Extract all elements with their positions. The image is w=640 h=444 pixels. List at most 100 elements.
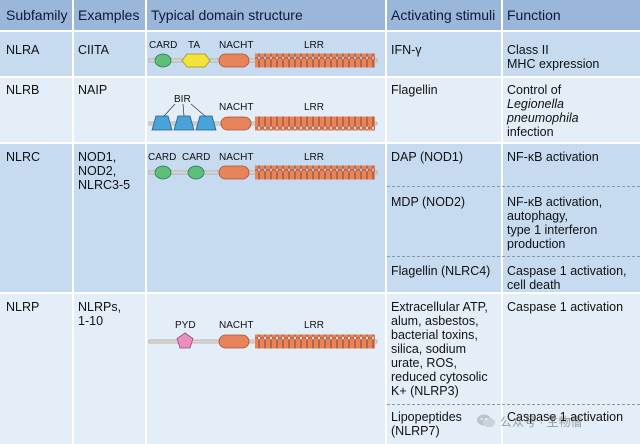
nlra-nacht-domain [218, 53, 250, 68]
nlrp-nacht-domain [218, 334, 250, 349]
nlrc-diagram: CARD CARD NACHT LRR [148, 152, 378, 180]
nlrc-sub-divider-1 [387, 186, 640, 187]
nlrp-stimuli-2-line2: (NLRP7) [391, 424, 440, 438]
nlrp-nacht-label: NACHT [219, 320, 253, 331]
nlrc-nacht-domain [218, 165, 250, 180]
nlrb-bir-label: BIR [174, 94, 191, 105]
nlra-diagram: CARD TA NACHT LRR [148, 40, 378, 68]
nlrb-function: Control of Legionella pneumophila infect… [501, 78, 640, 139]
nlrb-nacht-label: NACHT [219, 102, 253, 113]
nlrc-stimuli-3: Flagellin (NLRC4) [391, 264, 491, 278]
nlrb-bir-domain-1 [151, 115, 173, 131]
nlrc-function-2-line4: production [507, 237, 566, 251]
nlrp-examples-line1: NLRPs, [78, 300, 122, 314]
watermark: 公众号 · 生物僧 [476, 411, 636, 431]
nlrp-stimuli-1-line4: silica, sodium [391, 342, 467, 356]
nlrb-bir-pointer-3 [190, 103, 206, 117]
nlrc-examples-line1: NOD1, [78, 150, 117, 164]
row-divider-1 [0, 30, 640, 32]
nlrp-function-1: Caspase 1 activation [507, 300, 624, 314]
row-nlrb-bg [0, 76, 640, 142]
header-stimuli: Activating stimuli [391, 7, 496, 23]
nlrb-function-line4: infection [507, 125, 554, 139]
nlrb-function-line2: Legionella [507, 97, 564, 111]
nlrb-bir-domain-3 [195, 115, 217, 131]
nlrc-sub-divider-2 [387, 256, 640, 257]
nlrb-diagram: BIR NACHT LRR [148, 94, 378, 131]
nlrb-lrr-label: LRR [304, 102, 324, 113]
nlrp-lrr-label: LRR [304, 320, 324, 331]
nlra-card-label: CARD [149, 40, 177, 51]
nlrc-function-3-line2: cell death [507, 278, 561, 292]
nlrc-lrr-domain [255, 165, 375, 180]
nlrb-bir-pointer-2 [182, 103, 185, 117]
header-examples: Examples [78, 7, 140, 23]
nlra-function-line2: MHC expression [507, 57, 600, 71]
nlrb-bir-pointer-1 [163, 103, 176, 117]
nlrc-card2-label: CARD [182, 152, 210, 163]
row-nlra-bg [0, 30, 640, 76]
nlra-nacht-label: NACHT [219, 40, 253, 51]
nlrp-pyd-label: PYD [175, 320, 196, 331]
nlrp-stimuli-2-line1: Lipopeptides [391, 410, 462, 424]
nlrb-nacht-domain [220, 116, 252, 131]
nlra-subfamily: NLRA [6, 43, 40, 57]
nlra-function-line1: Class II [507, 43, 549, 57]
nlra-lrr-domain [255, 53, 375, 68]
nlrb-lrr-domain [255, 116, 375, 131]
nlrb-function-line3: pneumophila [507, 111, 579, 125]
nlrc-function-2-line3: type 1 interferon [507, 223, 598, 237]
row-divider-2 [0, 76, 640, 78]
nlrp-examples: NLRPs, 1-10 [72, 295, 145, 328]
nlrp-examples-line2: 1-10 [78, 314, 104, 328]
nlrp-stimuli-1-line1: Extracellular ATP, [391, 300, 488, 314]
nlrc-function-2-line1: NF-κB activation, [507, 195, 603, 209]
nlrp-stimuli-1: Extracellular ATP, alum, asbestos, bacte… [385, 295, 501, 398]
nlrb-subfamily: NLRB [6, 83, 40, 97]
nlra-function: Class II MHC expression [501, 38, 640, 71]
nlrc-examples-line2: NOD2, [78, 164, 117, 178]
nlrc-function-3-line1: Caspase 1 activation, [507, 264, 627, 278]
wechat-icon [477, 414, 495, 428]
nlrp-stimuli-1-line3: bacterial toxins, [391, 328, 478, 342]
nlrp-stimuli-2: Lipopeptides (NLRP7) [385, 405, 501, 438]
nlra-ta-domain [181, 53, 211, 68]
domain-diagrams: CARD TA NACHT LRR BIR NACHT LRR CARD CAR… [148, 40, 378, 349]
header-domain-structure: Typical domain structure [151, 7, 303, 23]
nlrc-stimuli-1: DAP (NOD1) [391, 150, 464, 164]
nlra-stimuli: IFN-γ [391, 43, 422, 57]
nlrc-nacht-label: NACHT [219, 152, 253, 163]
nlrc-function-3: Caspase 1 activation, cell death [501, 259, 640, 292]
watermark-text: 公众号 · 生物僧 [500, 415, 583, 429]
nlrp-lrr-domain [255, 334, 375, 349]
nlrc-function-2-line2: autophagy, [507, 209, 568, 223]
nlrc-card-domain-2 [187, 165, 205, 180]
col-divider-2 [145, 0, 147, 444]
nlrb-bir-domain-2 [173, 115, 195, 131]
col-divider-3 [385, 0, 387, 444]
nlrp-subfamily: NLRP [6, 300, 40, 314]
nlrp-stimuli-1-line2: alum, asbestos, [391, 314, 479, 328]
nlrc-function-1: NF-κB activation [507, 150, 599, 164]
nlrc-function-2: NF-κB activation, autophagy, type 1 inte… [501, 190, 640, 251]
nlrc-examples-line3: NLRC3-5 [78, 178, 131, 192]
row-divider-4 [0, 292, 640, 294]
nlrp-stimuli-1-line6: reduced cytosolic [391, 370, 488, 384]
table-header [0, 0, 640, 30]
nlra-examples: CIITA [78, 43, 110, 57]
nlrc-stimuli-2: MDP (NOD2) [391, 195, 466, 209]
col-divider-1 [72, 0, 74, 444]
nlrb-stimuli: Flagellin [391, 83, 438, 97]
nlrc-card-domain-1 [154, 165, 172, 180]
row-nlrp-bg [0, 292, 640, 444]
nlrb-examples: NAIP [78, 83, 108, 97]
nlrc-card1-label: CARD [148, 152, 176, 163]
nlra-ta-label: TA [188, 40, 200, 51]
nlra-lrr-label: LRR [304, 40, 324, 51]
nlrc-examples: NOD1, NOD2, NLRC3-5 [72, 145, 145, 192]
nlrb-function-line1: Control of [507, 83, 562, 97]
nlra-card-domain [154, 53, 172, 68]
nlrc-lrr-label: LRR [304, 152, 324, 163]
col-divider-4 [501, 0, 503, 444]
nlrp-sub-divider-1 [387, 404, 640, 405]
